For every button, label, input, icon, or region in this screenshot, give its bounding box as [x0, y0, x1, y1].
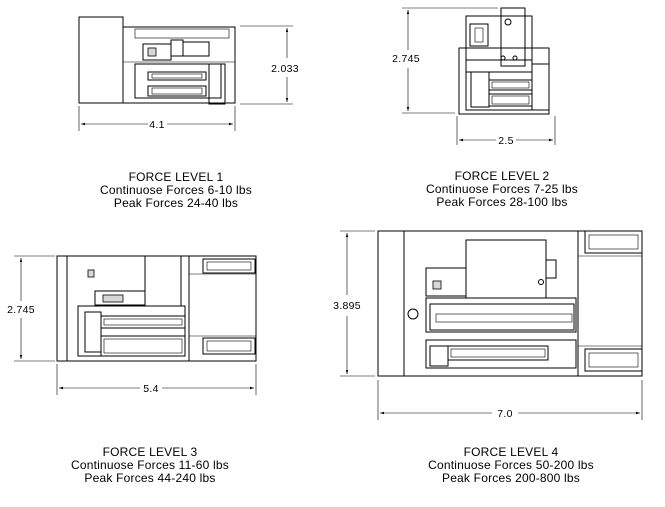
level-1-height-dimension: 2.033 — [271, 63, 299, 75]
level-2-dimensions: 2.5 2.745 — [392, 7, 556, 147]
level-2-title: FORCE LEVEL 2 — [454, 169, 550, 183]
level-2-caption: FORCE LEVEL 2 Continuose Forces 7-25 lbs… — [372, 170, 632, 209]
level-4-height-dimension: 3.895 — [333, 300, 361, 312]
level-4-continuous-forces: Continuose Forces 50-200 lbs — [428, 458, 594, 472]
level-2-continuous-forces: Continuose Forces 7-25 lbs — [426, 182, 578, 196]
level-4-caption: FORCE LEVEL 4 Continuose Forces 50-200 l… — [381, 446, 641, 485]
level-4-title: FORCE LEVEL 4 — [463, 445, 559, 459]
level-2-height-dimension: 2.745 — [392, 53, 420, 65]
level-4-dimensions: 7.0 3.895 — [333, 230, 643, 420]
level-2-unit-drawing — [458, 7, 550, 115]
level-3-peak-forces: Peak Forces 44-240 lbs — [84, 471, 216, 485]
level-2-width-dimension: 2.5 — [498, 135, 514, 147]
level-3-height-dimension: 2.745 — [7, 304, 35, 316]
level-1-continuous-forces: Continuose Forces 6-10 lbs — [100, 183, 252, 197]
level-3-width-dimension: 5.4 — [143, 383, 159, 395]
level-3-caption: FORCE LEVEL 3 Continuose Forces 11-60 lb… — [20, 446, 280, 485]
level-4-peak-forces: Peak Forces 200-800 lbs — [441, 471, 580, 485]
level-3-unit-drawing — [56, 255, 257, 362]
level-3-dimensions: 5.4 2.745 — [7, 255, 257, 395]
level-2-peak-forces: Peak Forces 28-100 lbs — [436, 195, 568, 209]
level-3-continuous-forces: Continuose Forces 11-60 lbs — [71, 458, 229, 472]
level-1-dimensions: 4.1 2.033 — [78, 25, 299, 131]
level-1-title: FORCE LEVEL 1 — [128, 170, 224, 184]
level-1-peak-forces: Peak Forces 24-40 lbs — [113, 196, 239, 210]
level-1-width-dimension: 4.1 — [149, 119, 165, 131]
level-4-width-dimension: 7.0 — [497, 408, 513, 420]
level-3-title: FORCE LEVEL 3 — [102, 445, 198, 459]
level-4-unit-drawing — [377, 230, 643, 377]
level-1-caption: FORCE LEVEL 1 Continuose Forces 6-10 lbs… — [46, 171, 306, 210]
level-1-unit-drawing — [78, 16, 236, 105]
